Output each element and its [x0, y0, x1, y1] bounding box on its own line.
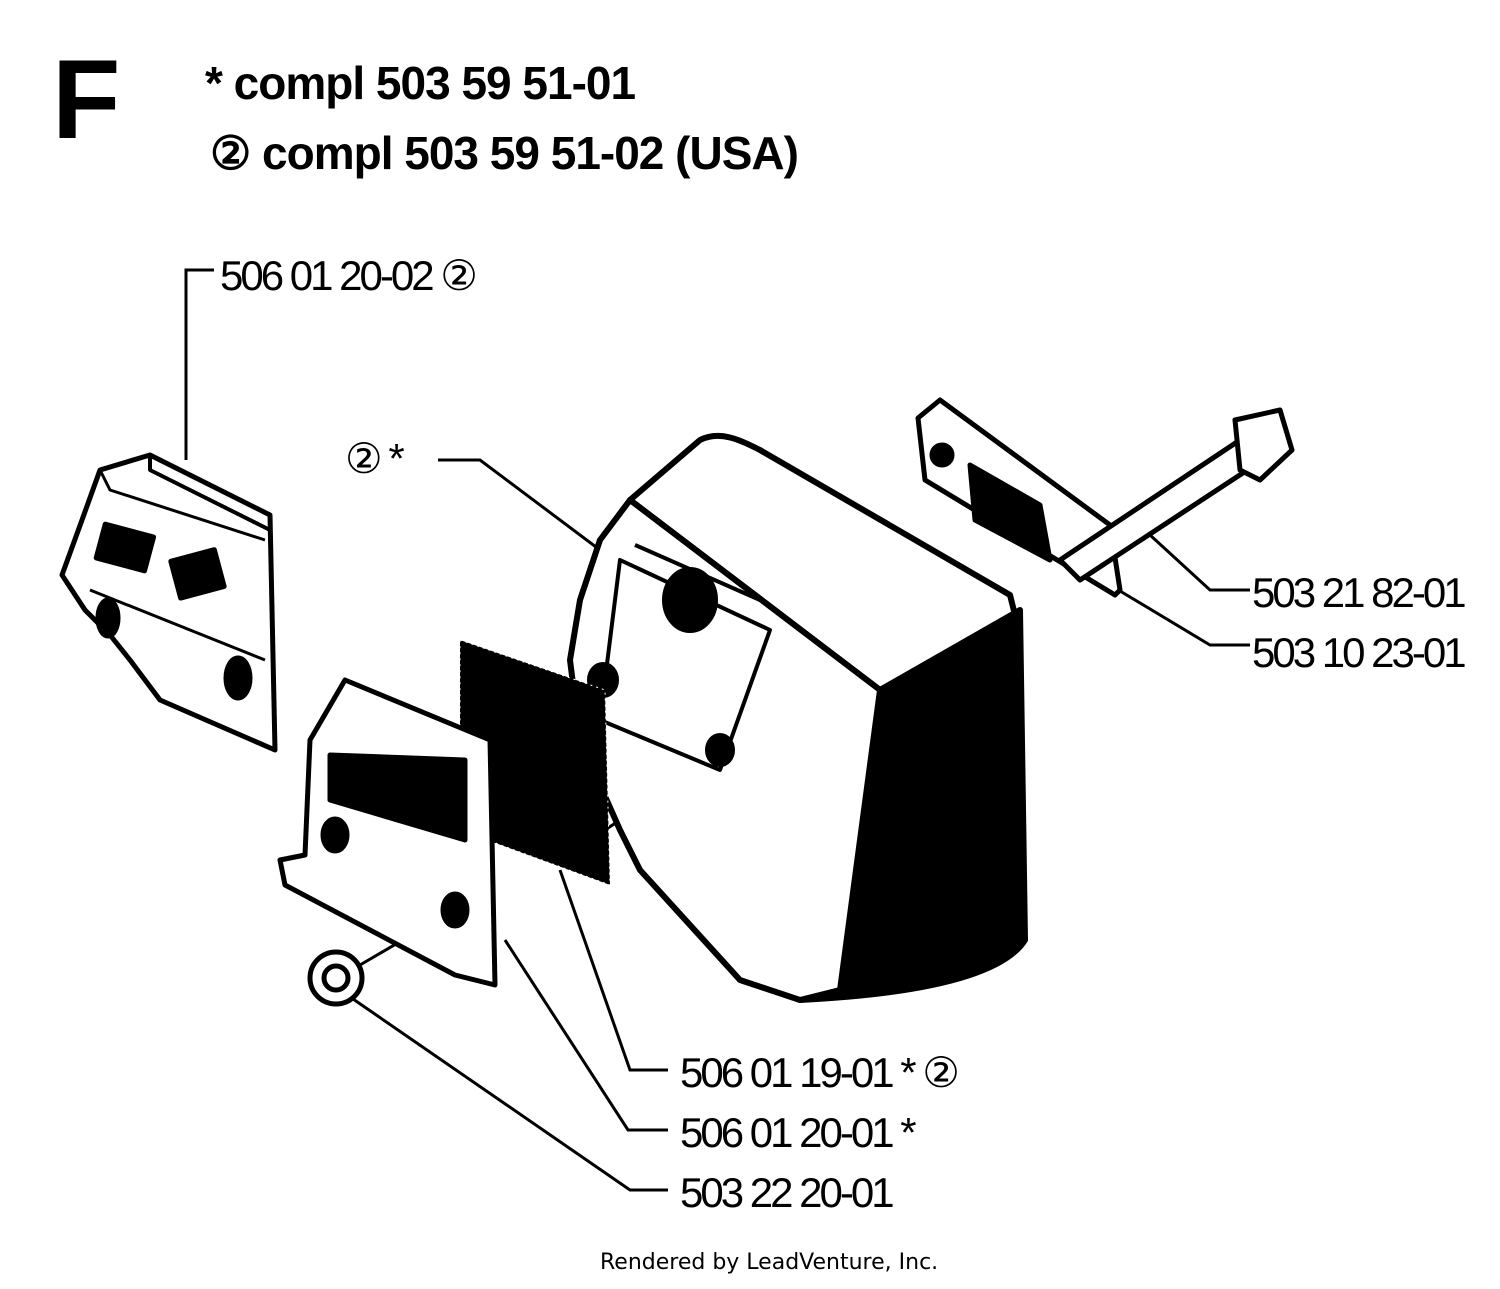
hex-nut: [307, 949, 365, 1007]
part-label-p3: 503 21 82-01: [1252, 569, 1467, 616]
part-label-p4: 503 10 23-01: [1252, 629, 1467, 676]
part-label-p6: 506 01 20-01 *: [680, 1109, 917, 1156]
complete-kit-label: * compl 503 59 51-01: [205, 57, 636, 109]
leader-p1: [184, 268, 214, 460]
leader-p4: [1109, 583, 1250, 647]
muffler-bolt: [1057, 407, 1295, 583]
complete-kit-usa-label: ② compl 503 59 51-02 (USA): [210, 127, 799, 179]
leader-p3: [1148, 533, 1250, 592]
part-label-p1: 506 01 20-02 ②: [220, 252, 478, 299]
section-letter: F: [52, 37, 121, 162]
footer-credit: Rendered by LeadVenture, Inc.: [600, 1250, 939, 1275]
leader-p2: [438, 458, 601, 552]
part-label-p7: 503 22 20-01: [680, 1169, 895, 1216]
part-label-p5: 506 01 19-01 * ②: [680, 1049, 960, 1096]
part-label-p2: ② *: [345, 435, 405, 482]
muffler-gasket: [915, 397, 1123, 598]
muffler-body: [567, 432, 1028, 1003]
leader-p7: [339, 988, 668, 1192]
spark-arrestor-cover: [59, 452, 278, 753]
leader-p5: [558, 869, 668, 1072]
deflector-plate: [277, 677, 498, 988]
leader-p6: [503, 939, 668, 1132]
